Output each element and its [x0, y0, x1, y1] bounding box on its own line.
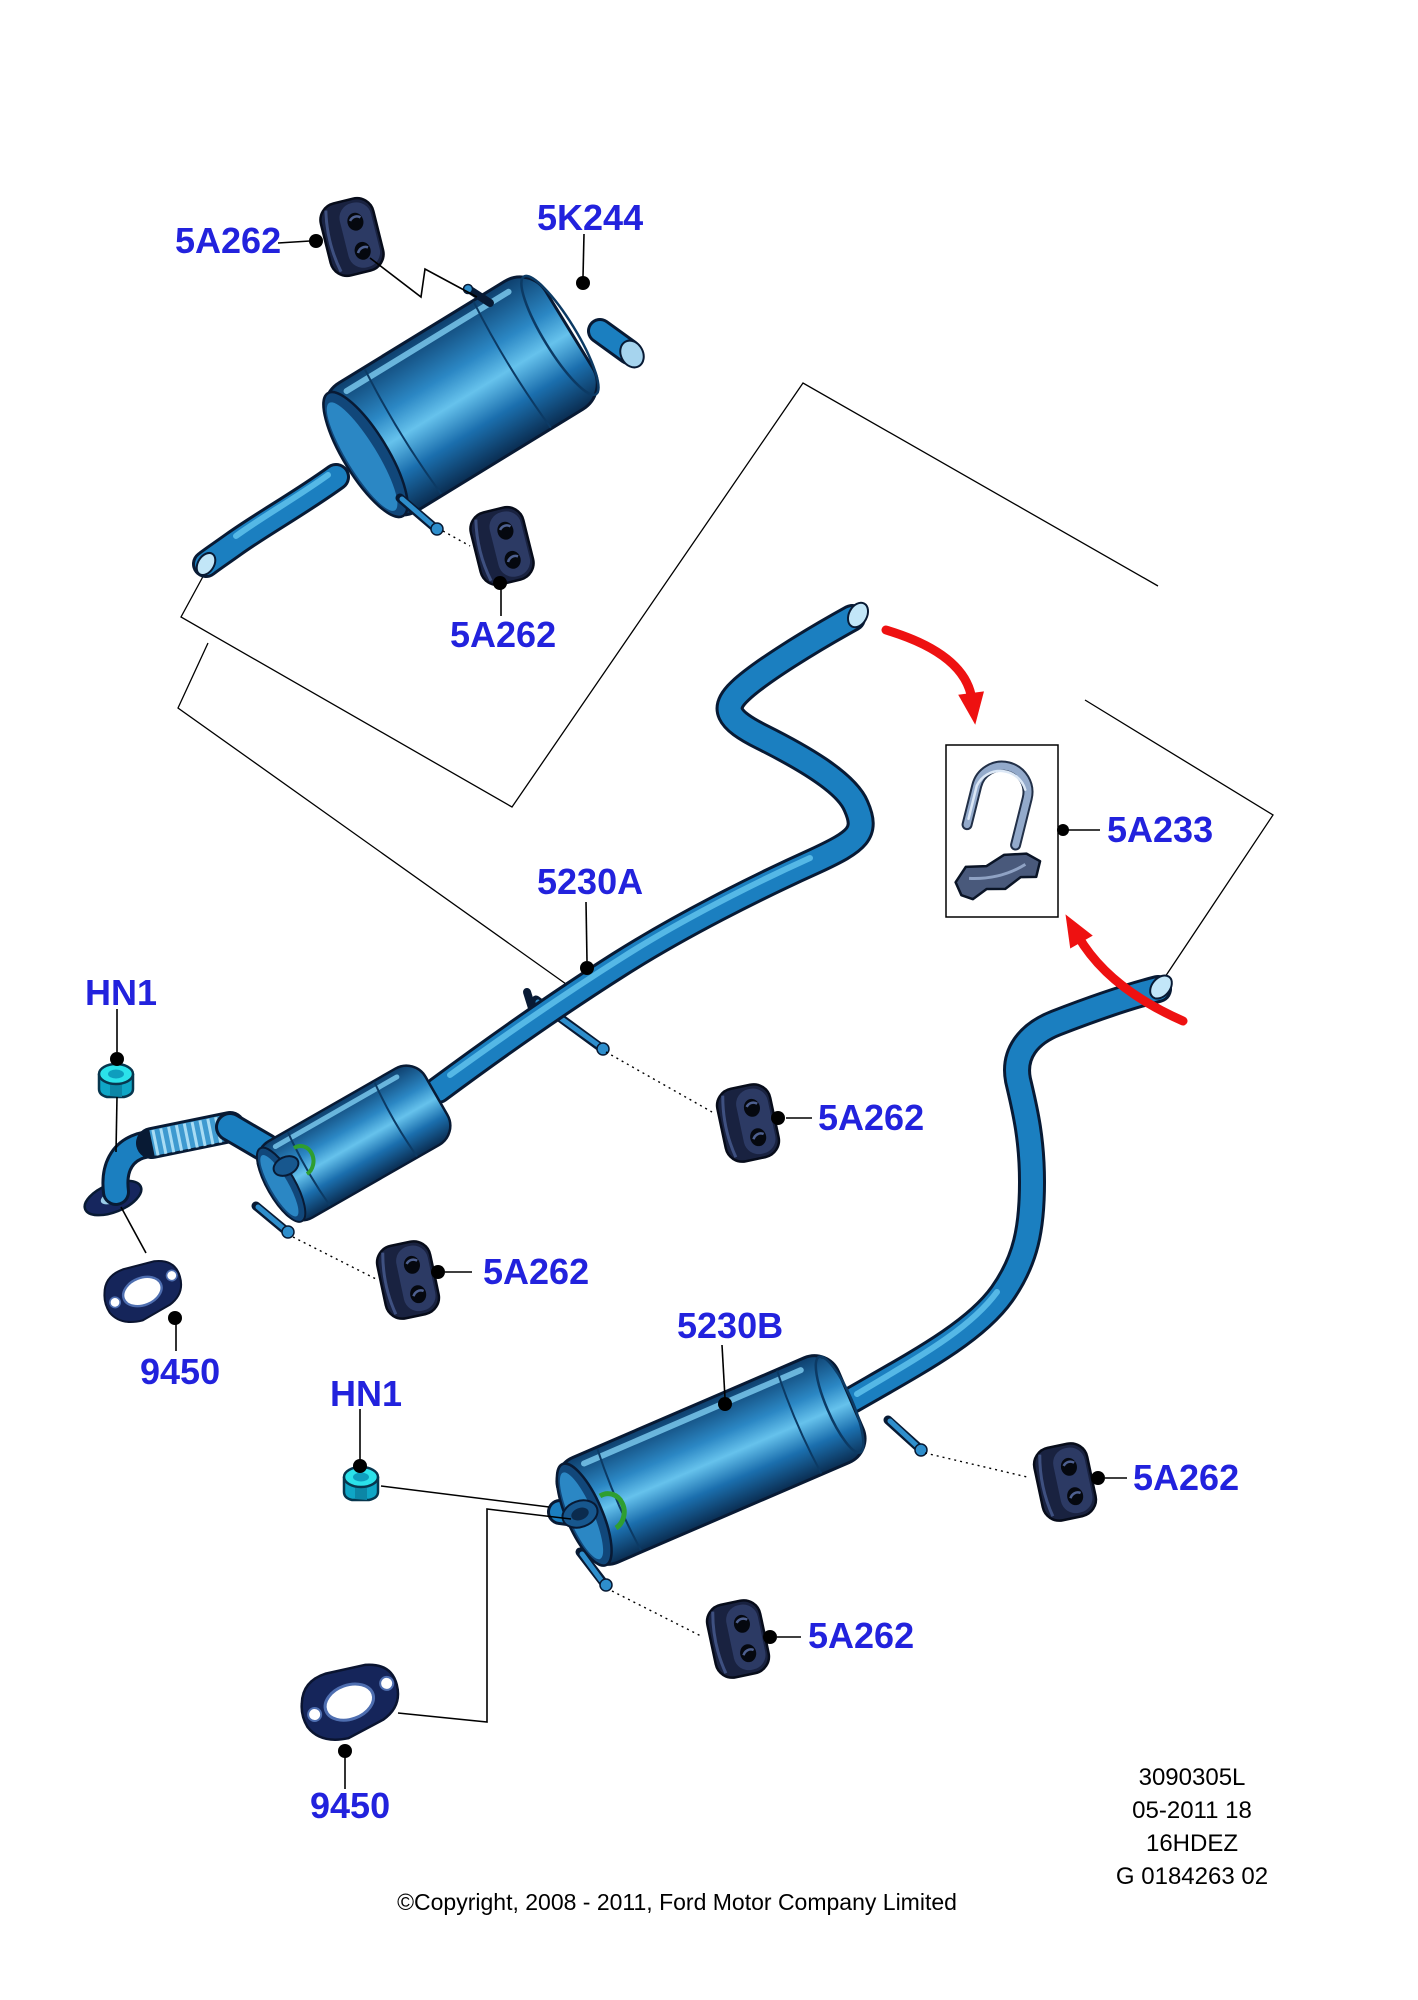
part-label-5a262-mid-left[interactable]: 5A262 [483, 1251, 589, 1292]
nut-a [97, 1062, 135, 1099]
part-label-5a262-mid-right[interactable]: 5A262 [818, 1097, 924, 1138]
leader-lines [115, 233, 1127, 1789]
hanger-rear-bottom [465, 502, 539, 590]
hanger-mid-right [712, 1079, 784, 1167]
clamp-u-bolt [961, 760, 1034, 851]
red-arrow-from-pipe [1065, 914, 1188, 1026]
section-outline-rear-lower [177, 642, 567, 985]
part-label-5a262-rear-top[interactable]: 5A262 [175, 220, 281, 261]
part-label-5k244[interactable]: 5K244 [537, 197, 643, 238]
mid-pipe-5230a [424, 604, 875, 1104]
b-muffler-seal-ring [598, 1491, 627, 1531]
rear-muffler-assembly [192, 274, 645, 578]
reference-catalog-number: 3090305L [1139, 1764, 1246, 1791]
section-outline-rear [180, 382, 1159, 808]
reference-date-code: 05-2011 18 [1132, 1797, 1252, 1824]
part-label-9450-a[interactable]: 9450 [140, 1351, 220, 1392]
clamp-detail-box [945, 744, 1059, 918]
b-tailpipe [838, 975, 1172, 1414]
hanger-b-bottom [702, 1595, 774, 1683]
part-label-5230a[interactable]: 5230A [537, 861, 643, 902]
reference-drawing-number: G 0184263 02 [1116, 1863, 1268, 1890]
hanger-b-right [1029, 1438, 1101, 1526]
part-label-hn1-a[interactable]: HN1 [85, 972, 157, 1013]
reference-block: 3090305L 05-2011 18 16HDEZ G 0184263 02 [1116, 1764, 1268, 1890]
mid-muffler-body [255, 1064, 452, 1223]
red-arrow-to-clamp [881, 625, 984, 725]
mid-system-assembly [83, 601, 875, 1239]
part-label-5a233[interactable]: 5A233 [1107, 809, 1213, 850]
copyright-notice: ©Copyright, 2008 - 2011, Ford Motor Comp… [397, 1889, 957, 1915]
hanger-mid-left [372, 1236, 444, 1324]
reference-engine-code: 16HDEZ [1146, 1830, 1238, 1857]
b-pipe-cut-end [1149, 974, 1173, 1000]
part-label-9450-b[interactable]: 9450 [310, 1785, 390, 1826]
b-muffler-body [555, 1354, 867, 1567]
part-label-5230b[interactable]: 5230B [677, 1305, 783, 1346]
hanger-rear-top [315, 193, 389, 281]
rear-muffler-inlet-face [619, 339, 645, 369]
rear-tailpipe-tip [195, 551, 217, 577]
mid-pipe-cut-end [846, 601, 870, 629]
mid-muffler-seal-ring [292, 1144, 316, 1176]
gasket-b [297, 1661, 403, 1744]
callout-dots [110, 234, 1105, 1758]
section-outline-lines [177, 382, 1274, 985]
section-outline-joint [1084, 699, 1274, 981]
rear-muffler-top-pin [466, 286, 494, 307]
part-label-5a262-rear-bottom[interactable]: 5A262 [450, 614, 556, 655]
part-label-5a262-b-bottom[interactable]: 5A262 [808, 1615, 914, 1656]
clamp-saddle [954, 852, 1042, 901]
part-label-5a262-b-right[interactable]: 5A262 [1133, 1457, 1239, 1498]
rear-muffler-body [322, 274, 600, 519]
b-system-assembly [547, 974, 1173, 1592]
mid-muffler-inlet-stub [272, 1155, 300, 1177]
part-label-hn1-b[interactable]: HN1 [330, 1373, 402, 1414]
